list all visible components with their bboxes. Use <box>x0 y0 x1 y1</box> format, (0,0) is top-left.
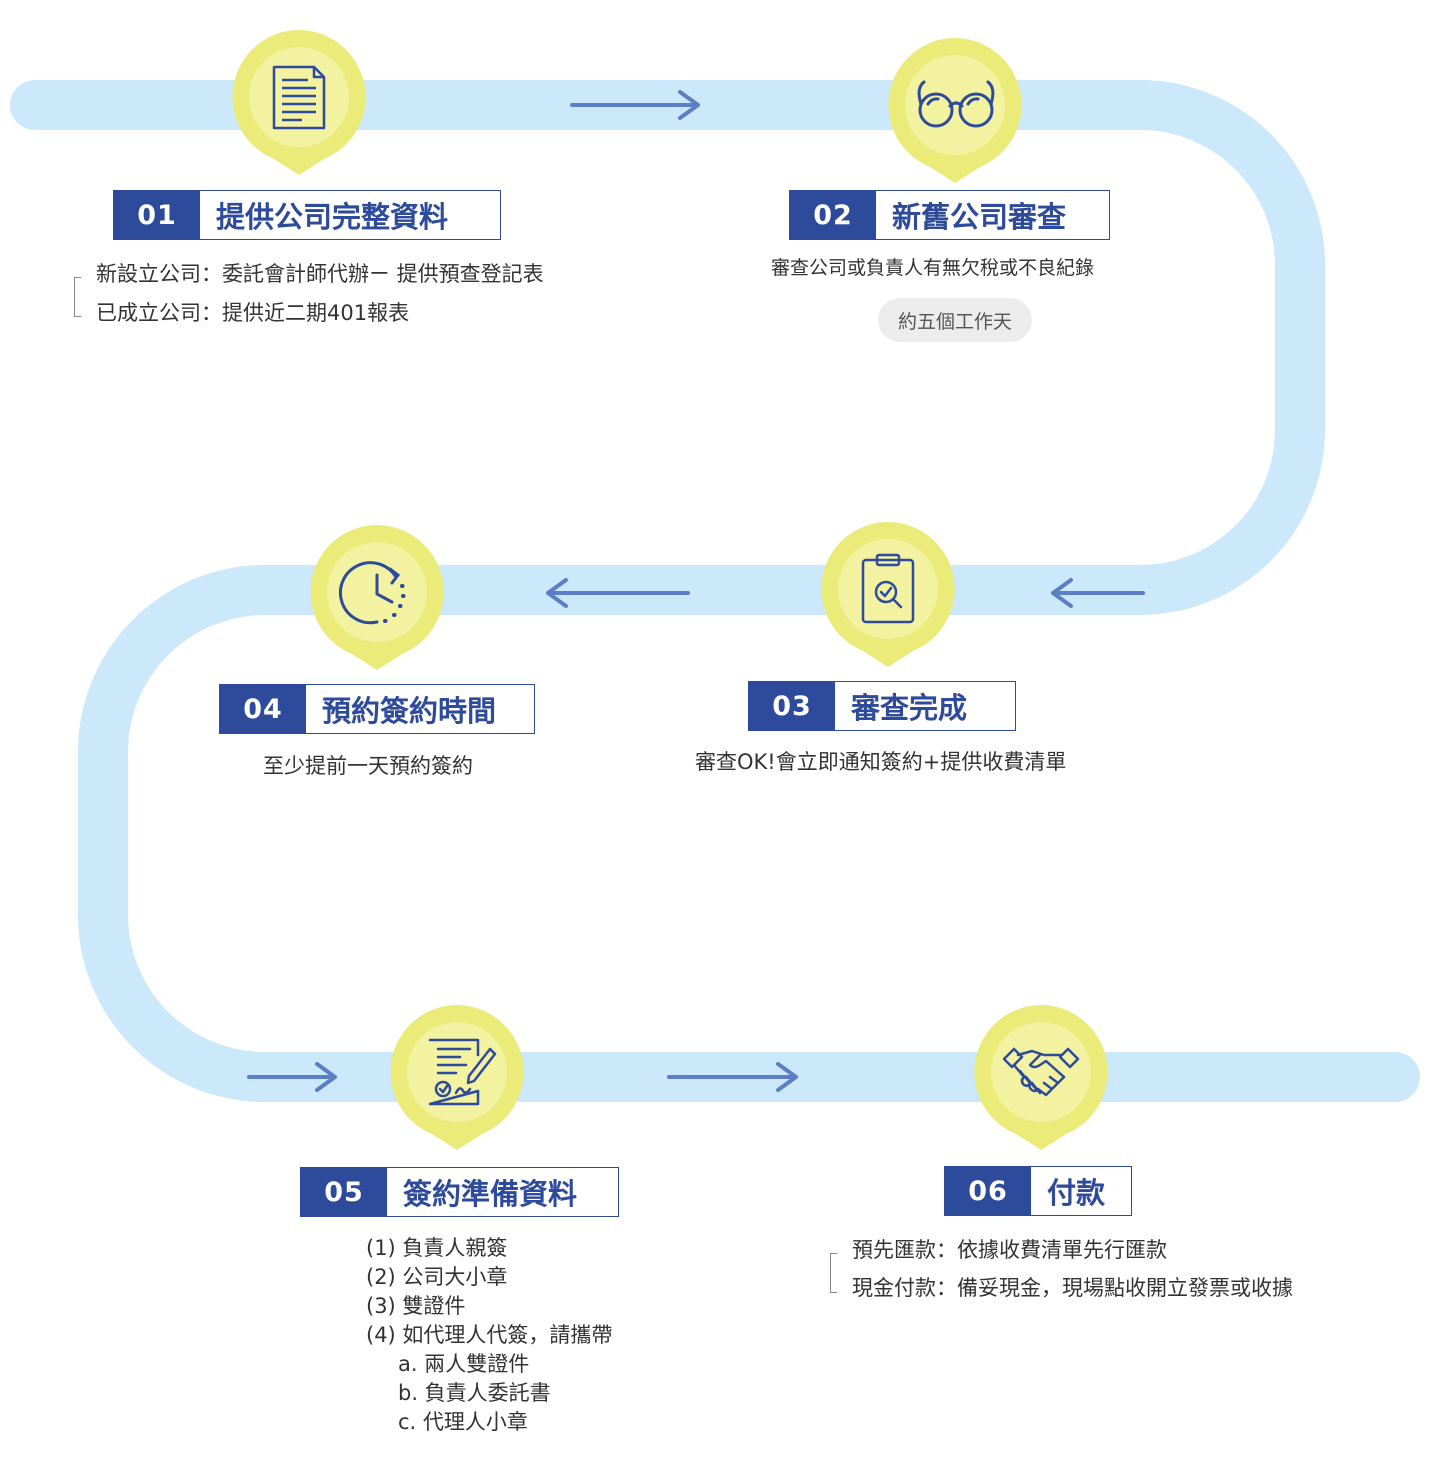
step-title: 預約簽約時間 <box>322 694 497 728</box>
step-6-note-1: 預先匯款：依據收費清單先行匯款 <box>852 1238 1167 1262</box>
step-1-pin <box>232 30 366 180</box>
sub-list-item: a. 兩人雙證件 <box>398 1352 530 1376</box>
step-4-desc: 至少提前一天預約簽約 <box>263 754 473 778</box>
step-4-badge: 04 預約簽約時間 <box>219 684 535 734</box>
step-1-badge: 01 提供公司完整資料 <box>113 190 501 240</box>
step-3-desc: 審查OK!會立即通知簽約+提供收費清單 <box>695 750 1067 774</box>
step-number: 05 <box>301 1168 387 1216</box>
step-title: 新舊公司審查 <box>892 200 1067 234</box>
step-1-note-1: 新設立公司：委託會計師代辦ㄧ 提供預查登記表 <box>96 262 544 286</box>
step-number: 06 <box>945 1167 1031 1215</box>
duration-pill: 約五個工作天 <box>878 298 1032 342</box>
step-2-desc: 審查公司或負責人有無欠稅或不良紀錄 <box>771 257 1095 279</box>
step-3-badge: 03 審查完成 <box>748 681 1016 731</box>
arrow-left-1 <box>1051 578 1145 608</box>
arrow-right-3 <box>667 1062 798 1092</box>
list-item: (1) 負責人親簽 <box>366 1236 508 1260</box>
handshake-icon <box>1002 1047 1080 1097</box>
step-2-badge: 02 新舊公司審查 <box>789 190 1110 240</box>
step-title: 付款 <box>1047 1176 1106 1210</box>
arrow-right-1 <box>570 90 700 120</box>
step-5-pin <box>390 1005 524 1155</box>
list-item: (4) 如代理人代簽，請攜帶 <box>366 1323 613 1347</box>
step-title: 提供公司完整資料 <box>216 200 449 234</box>
sub-list-item: c. 代理人小章 <box>398 1410 528 1434</box>
step-6-pin <box>974 1005 1108 1155</box>
glasses-icon <box>917 80 995 128</box>
step-4-pin <box>310 525 444 675</box>
step-number: 04 <box>220 685 306 733</box>
arrow-left-2 <box>546 578 690 608</box>
step-2-pin <box>888 38 1022 188</box>
step-title: 審查完成 <box>851 691 968 725</box>
step-6-badge: 06 付款 <box>944 1166 1132 1216</box>
document-icon <box>272 65 326 130</box>
step-title: 簽約準備資料 <box>403 1177 578 1211</box>
step-number: 01 <box>114 191 200 239</box>
list-item: (3) 雙證件 <box>366 1294 466 1318</box>
step-6-bracket <box>830 1253 837 1293</box>
step-3-pin <box>821 522 955 672</box>
track-path <box>10 80 1420 1102</box>
list-item: (2) 公司大小章 <box>366 1265 508 1289</box>
step-5-badge: 05 簽約準備資料 <box>300 1167 619 1217</box>
clock-icon <box>338 561 406 625</box>
contract-sign-icon <box>428 1038 497 1106</box>
step-number: 02 <box>790 191 876 239</box>
arrow-right-2 <box>247 1062 337 1092</box>
step-5-list: (1) 負責人親簽 (2) 公司大小章 (3) 雙證件 (4) 如代理人代簽，請… <box>366 1234 612 1437</box>
step-number: 03 <box>749 682 835 730</box>
sub-list-item: b. 負責人委託書 <box>398 1381 551 1405</box>
step-6-note-2: 現金付款：備妥現金，現場點收開立發票或收據 <box>852 1276 1293 1300</box>
step-1-note-2: 已成立公司：提供近二期401報表 <box>96 301 410 325</box>
step-1-bracket <box>74 277 81 317</box>
clipboard-search-icon <box>861 553 915 624</box>
